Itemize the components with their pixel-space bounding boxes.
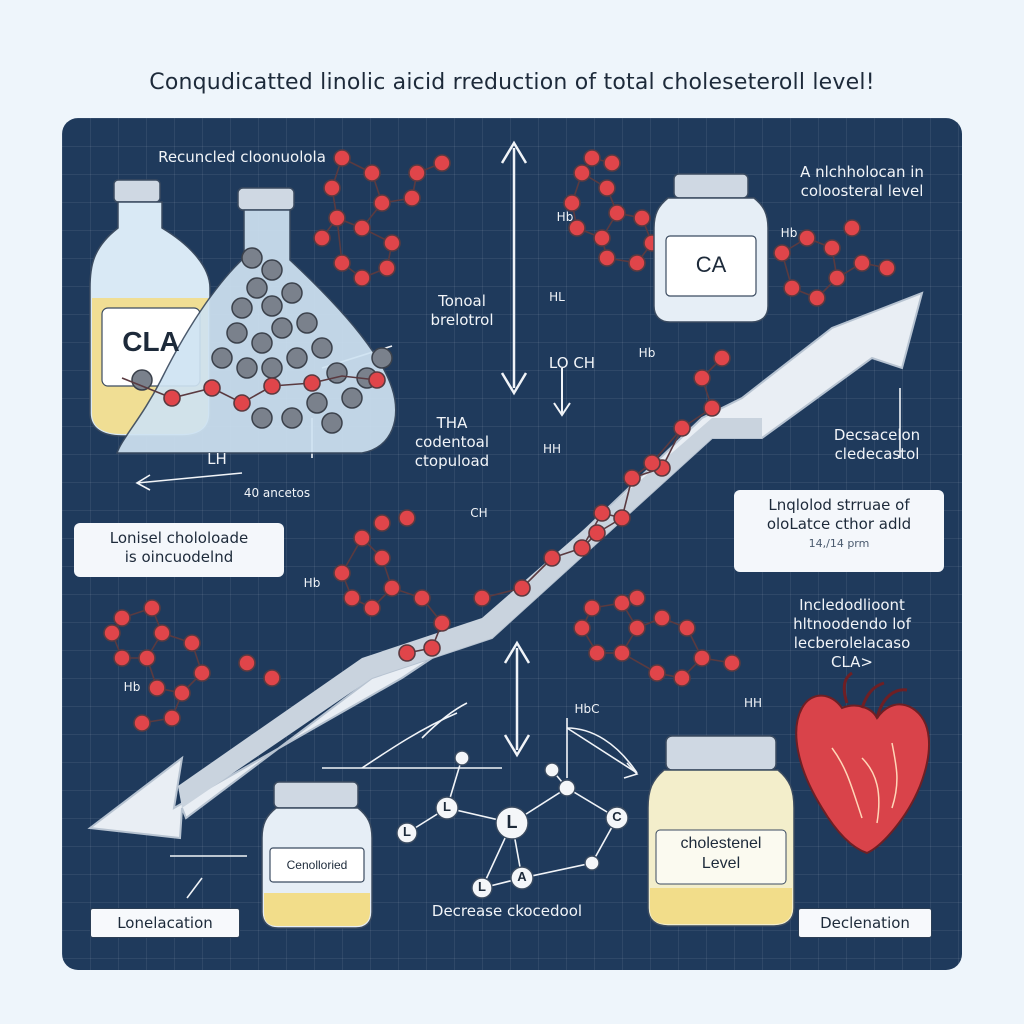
curve-strokes — [361, 702, 638, 778]
cenolloried-jar-label: Cenolloried — [286, 858, 348, 872]
label-h2-b: Hb — [780, 226, 798, 240]
label-thia: THA codentoal ctopuload — [414, 414, 490, 470]
label-hh-mid: HH — [542, 442, 562, 456]
conical-flask — [115, 187, 397, 454]
callout-lowered-cholesterol: Lonisel chololoade is oincuodelnd — [74, 523, 284, 577]
node-letter: L — [443, 799, 451, 814]
callout-lipid-main: Lnqlolod strruae of oloLatce cthor adld — [766, 496, 912, 533]
label-decrease-bottom: Decrease ckocedool — [431, 902, 583, 920]
l-node-network — [396, 750, 629, 899]
label-ch-mid: CH — [470, 506, 488, 520]
label-hl-left: Hb — [123, 680, 141, 694]
label-top-right: A nlchholocan in coloosteral level — [800, 163, 924, 200]
cla-bottle-label: CLA — [122, 326, 180, 357]
ca-jar-label: CA — [695, 252, 727, 277]
cenolloried-jar — [261, 781, 373, 929]
label-forty: 40 ancetos — [243, 486, 311, 500]
label-h2-a: Hb — [556, 210, 574, 224]
down-arrow-small — [553, 368, 571, 417]
node-letter: L — [403, 824, 411, 839]
vertical-double-arrow-top — [500, 140, 528, 396]
label-lo-ch: LO CH — [548, 354, 596, 372]
label-lh: LH — [207, 450, 227, 468]
gray-atom-cluster — [131, 247, 393, 434]
node-letter: A — [517, 869, 527, 884]
label-top-left: Recuncled cloonuolola — [158, 148, 326, 166]
scene-graphics — [87, 140, 930, 929]
label-hbc: HbC — [574, 702, 600, 716]
label-hb-right: Hb — [638, 346, 656, 360]
red-molecules — [103, 149, 896, 732]
label-toncal: Tonoal brelotrol — [430, 292, 494, 329]
vertical-double-arrow-bottom — [503, 640, 531, 758]
cholestenel-jar-label: cholestenel Level — [680, 835, 762, 872]
node-letter: C — [612, 809, 622, 824]
box-bottom-right: Declenation — [798, 908, 932, 938]
callout-lipid-sub: 14,/14 prm — [808, 537, 870, 550]
label-h-left: Hb — [303, 576, 321, 590]
heart-illustration — [795, 671, 930, 855]
box-bottom-left: Lonelacation — [90, 908, 240, 938]
cholestenel-level-jar — [647, 735, 795, 927]
label-hl-a: HL — [549, 290, 565, 304]
node-letter: L — [478, 879, 486, 894]
diagram-title: Conqudicatted linolic aicid rreduction o… — [149, 70, 875, 95]
diagram-board: Recuncled cloonuolola Tonoal brelotrol L… — [62, 118, 962, 970]
callout-lipid-structure: Lnqlolod strruae of oloLatce cthor adld … — [734, 490, 944, 572]
label-independent: Incledodlioont hltnoodendo lof lecberole… — [793, 596, 911, 671]
label-decrease-right: Decsacelon cledecastol — [833, 426, 921, 463]
label-hh-right: HH — [743, 696, 763, 710]
node-letter: L — [506, 812, 518, 832]
ca-jar — [653, 173, 769, 323]
